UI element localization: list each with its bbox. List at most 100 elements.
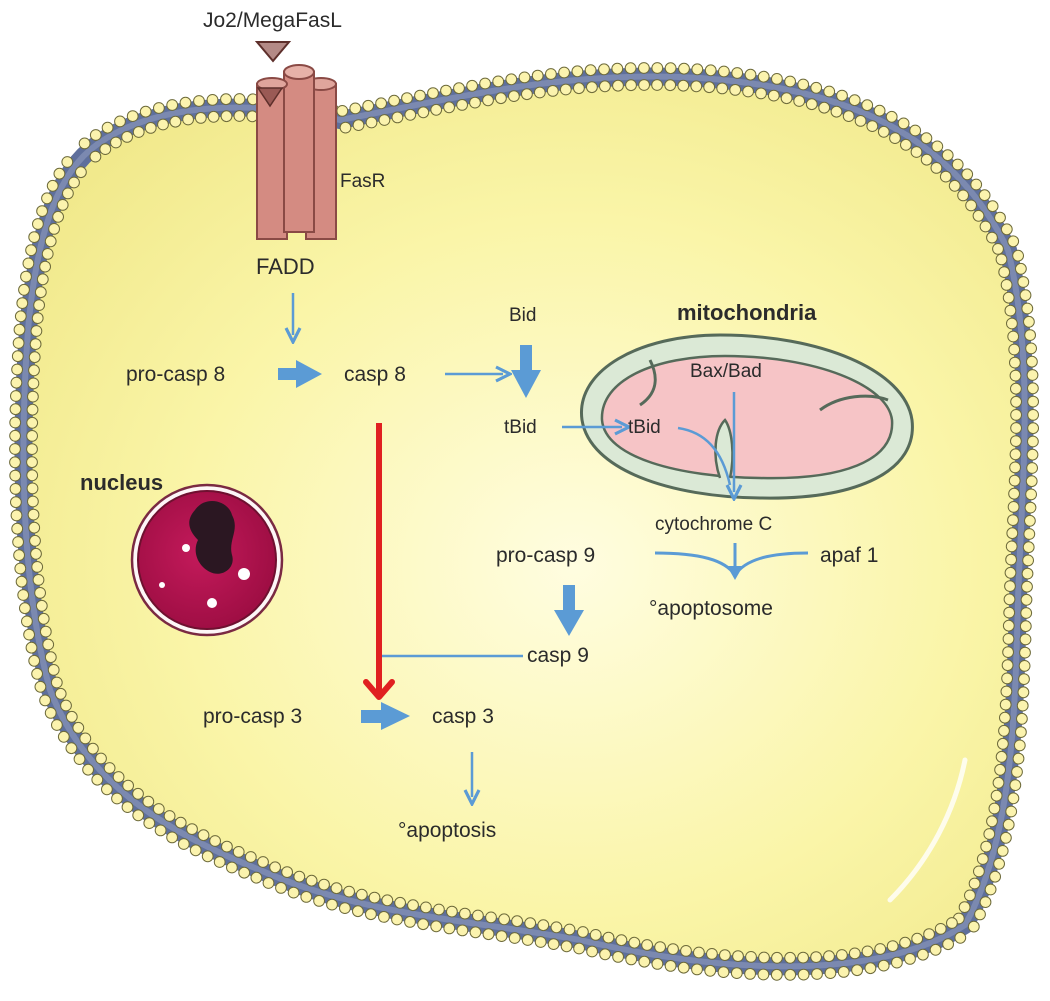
phospholipid-head [336, 105, 349, 117]
phospholipid-head [537, 919, 550, 932]
phospholipid-head [1019, 289, 1032, 302]
phospholipid-head [179, 96, 192, 109]
phospholipid-head [797, 78, 810, 91]
phospholipid-head [703, 81, 716, 94]
phospholipid-head [440, 84, 452, 97]
phospholipid-head [68, 176, 80, 189]
phospholipid-head [495, 930, 508, 942]
phospholipid-head [1009, 356, 1021, 369]
phospholipid-head [65, 742, 78, 755]
phospholipid-head [611, 62, 624, 75]
phospholipid-head [1006, 527, 1019, 540]
phospholipid-head [186, 823, 198, 835]
phospholipid-head [602, 931, 615, 944]
phospholipid-head [970, 178, 983, 191]
phospholipid-head [469, 926, 482, 939]
phospholipid-head [355, 888, 368, 901]
phospholipid-heads [9, 62, 1039, 981]
phospholipid-head [1005, 805, 1018, 818]
phospholipid-head [1010, 422, 1022, 434]
phospholipid-head [1015, 262, 1027, 275]
mitochondria-label: mitochondria [677, 300, 817, 325]
phospholipid-head [153, 102, 165, 114]
phospholipid-head [877, 959, 890, 972]
phospholipid-head [704, 964, 717, 977]
phospholipid-head [1003, 593, 1016, 606]
phospholipid-head [980, 840, 993, 853]
phospholipid-head [599, 948, 611, 961]
phospholipid-head [984, 883, 997, 896]
phospholipid-head [677, 79, 690, 92]
phospholipid-head [57, 730, 70, 743]
phospholipid-head [1017, 276, 1030, 288]
phospholipid-head [132, 809, 145, 822]
phospholipid-head [233, 110, 246, 122]
phospholipid-head [521, 88, 533, 101]
phospholipid-head [1025, 488, 1037, 501]
phospholipid-head [757, 968, 770, 981]
phospholipid-head [420, 901, 432, 914]
phospholipid-head [31, 667, 43, 680]
phospholipid-head [911, 932, 924, 945]
phospholipid-head [678, 62, 690, 75]
phospholipid-head [1009, 448, 1022, 461]
phospholipid-head [26, 416, 39, 429]
phospholipid-head [941, 149, 954, 162]
phospholipid-head [21, 615, 33, 628]
phospholipid-head [994, 763, 1006, 776]
phospholipid-head [368, 891, 381, 904]
phospholipid-head [873, 104, 886, 117]
phospholipid-head [742, 85, 754, 98]
phospholipid-head [174, 816, 187, 829]
phospholipid-head [482, 94, 494, 107]
phospholipid-head [651, 79, 663, 91]
phospholipid-head [904, 953, 916, 965]
phospholipid-head [690, 80, 703, 93]
phospholipid-head [770, 968, 783, 981]
phospholipid-head [1022, 541, 1035, 554]
phospholipid-head [837, 966, 850, 978]
phospholipid-head [25, 641, 38, 654]
phospholipid-head [26, 443, 38, 456]
phospholipid-head [571, 65, 584, 78]
triangle-icon [254, 41, 292, 63]
phospholipid-head [1027, 409, 1039, 421]
pro-casp8-label: pro-casp 8 [126, 363, 226, 386]
phospholipid-head [818, 101, 831, 114]
phospholipid-head [1007, 792, 1020, 805]
phospholipid-head [848, 94, 861, 107]
phospholipid-head [559, 83, 572, 96]
phospholipid-head [194, 112, 207, 124]
casp3-label: casp 3 [432, 705, 494, 728]
phospholipid-head [823, 85, 836, 98]
phospholipid-head [28, 654, 41, 667]
phospholipid-head [365, 116, 378, 129]
phospholipid-head [920, 153, 933, 166]
receptor-label: FasR [340, 171, 386, 192]
phospholipid-head [589, 929, 602, 941]
phospholipid-head [1007, 501, 1020, 513]
phospholipid-head [972, 209, 985, 222]
phospholipid-head [1019, 646, 1031, 659]
phospholipid-head [177, 838, 190, 850]
phospholipid-head [693, 946, 705, 959]
phospholipid-head [1012, 249, 1024, 262]
phospholipid-head [1020, 593, 1033, 606]
phospholipid-head [1010, 409, 1022, 421]
phospholipid-head [39, 260, 51, 273]
phospholipid-head [378, 911, 390, 923]
phospholipid-head [667, 943, 679, 955]
arrow-procasp9-to-casp9 [554, 585, 584, 636]
phospholipid-head [533, 86, 546, 99]
phospholipid-head [456, 924, 469, 937]
phospholipid-head [664, 62, 677, 75]
phospholipid-head [34, 680, 47, 693]
phospholipid-head [479, 77, 492, 90]
phospholipid-head [10, 390, 22, 402]
phospholipid-head [362, 99, 375, 112]
phospholipid-head [651, 958, 664, 970]
phospholipid-head [986, 200, 999, 213]
phospholipid-head [41, 248, 54, 260]
casp8-label: casp 8 [344, 363, 406, 386]
phospholipid-head [391, 913, 403, 926]
